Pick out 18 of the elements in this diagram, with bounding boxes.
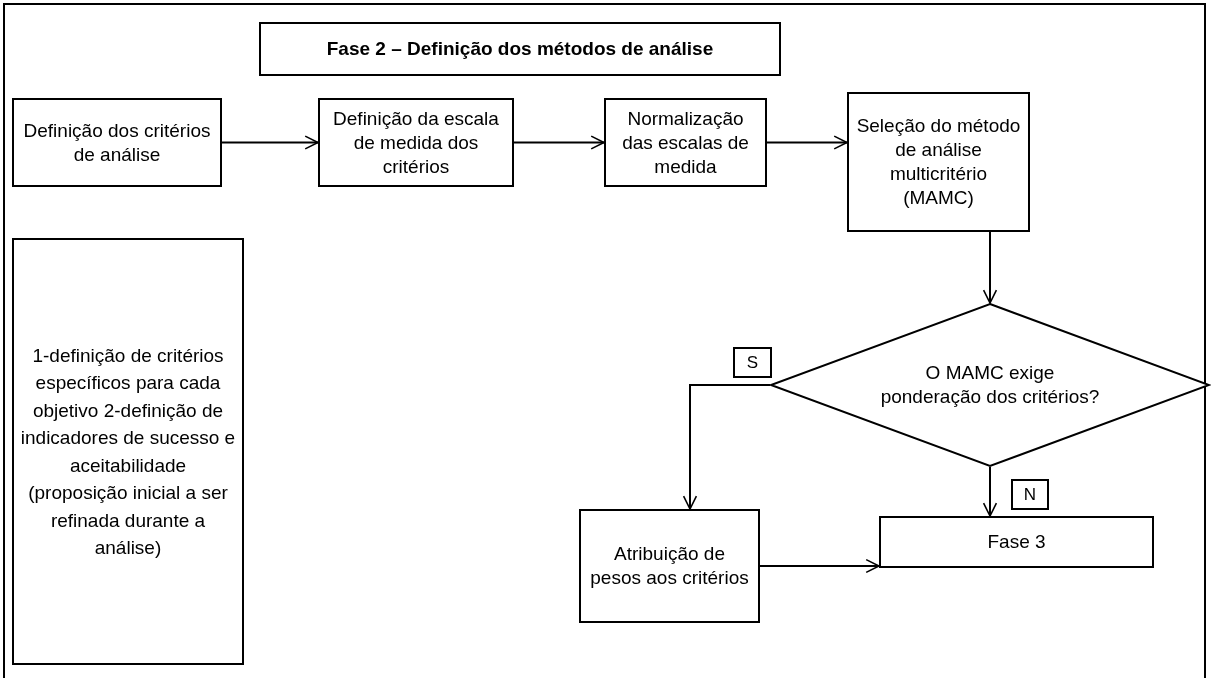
process-box: Seleção do método de análise multicritério (MAMC) [847,92,1030,232]
arrow [221,135,319,150]
process-box: Atribuição de pesos aos critérios [579,509,760,623]
arrow [759,558,880,574]
arrow [513,135,605,150]
arrow [982,466,998,517]
arrow [766,135,848,150]
title-box: Fase 2 – Definição dos métodos de análise [259,22,781,76]
process-box: Normalização das escalas de medida [604,98,767,187]
process-box: 1-definição de critérios específicos para cada objetivo 2-definição de indicadores de sucesso e aceitabilidade (proposição inicial a ser refinada durante a análise) [12,238,244,665]
process-box: Definição da escala de medida dos critérios [318,98,514,187]
process-box: N [1011,479,1049,510]
process-box: S [733,347,772,378]
decision-diamond: O MAMC exige ponderação dos critérios? [770,303,1210,467]
arrow [982,231,998,304]
arrow [682,384,771,510]
process-box: Definição dos critérios de análise [12,98,222,187]
process-box: Fase 3 [879,516,1154,568]
